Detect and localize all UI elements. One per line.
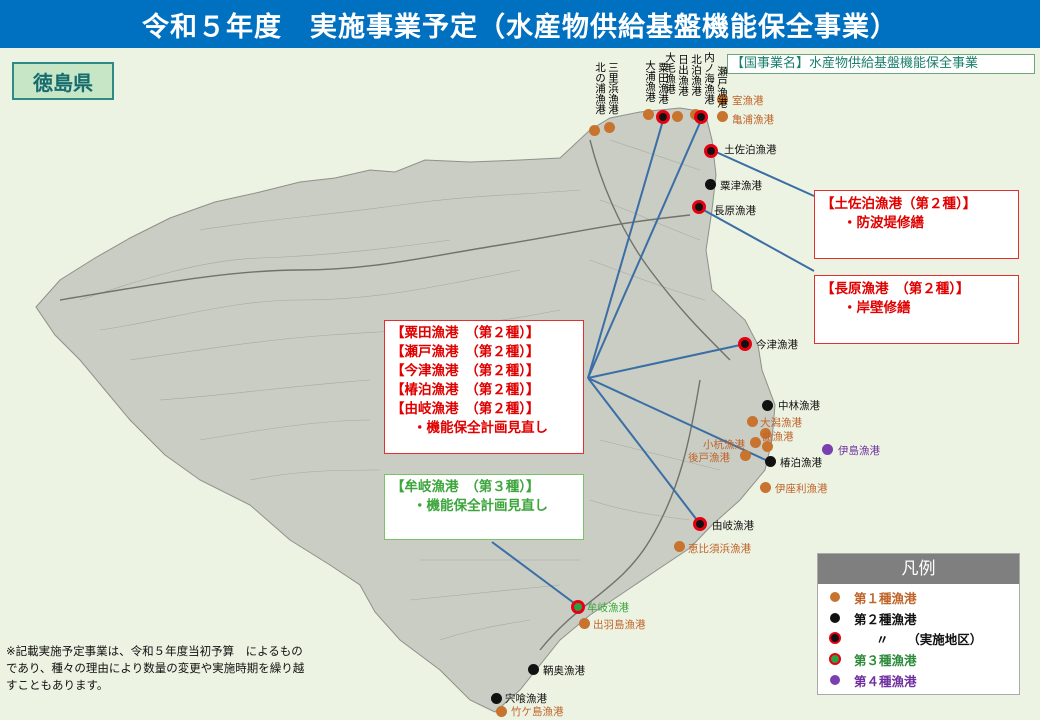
- legend-label: 第４種漁港: [854, 673, 917, 689]
- port-marker-type1: [579, 618, 590, 629]
- port-marker-type1: [717, 94, 728, 105]
- port-marker-type1: [496, 706, 507, 717]
- callout-tosadomari: 【土佐泊漁港（第２種）】 ・防波堤修繕: [814, 190, 1019, 259]
- project-name-label: 【国事業名】水産物供給基盤機能保全事業: [727, 54, 1035, 74]
- port-label: 北の浦漁港: [594, 62, 606, 115]
- legend-title: 凡例: [818, 554, 1019, 584]
- page-title: 令和５年度 実施事業予定（水産物供給基盤機能保全事業）: [142, 11, 898, 43]
- port-marker-type1: [674, 541, 685, 552]
- port-label: 粟津漁港: [720, 180, 762, 192]
- port-marker-type1: [760, 428, 771, 439]
- legend-item-type2: 第２種漁港: [818, 609, 917, 627]
- port-label: 由岐漁港: [712, 520, 754, 532]
- port-marker-type1: [760, 482, 771, 493]
- port-marker-type1: [604, 122, 615, 133]
- port-marker-implementation: [694, 110, 708, 124]
- legend-item-type3: 第３種漁港: [818, 650, 917, 668]
- leader-lines: [491, 116, 815, 607]
- port-label: 三里浜漁港: [607, 62, 619, 115]
- legend-swatch: [830, 613, 840, 623]
- port-label: 恵比須浜漁港: [688, 543, 751, 555]
- port-marker-type2: [528, 664, 539, 675]
- port-marker-type3: [571, 600, 585, 614]
- callout-title: 【長原漁港 （第２種）】: [821, 281, 970, 297]
- port-marker-type2: [765, 456, 776, 467]
- port-marker-implementation: [693, 517, 707, 531]
- port-marker-implementation: [692, 200, 706, 214]
- port-label: 鞆奥漁港: [543, 665, 585, 677]
- port-label: 牟岐漁港: [587, 602, 629, 614]
- callout-row: 【今津漁港 （第２種）】: [391, 363, 540, 379]
- port-label: 宍喰漁港: [505, 693, 547, 705]
- callout-row: 【瀬戸漁港 （第２種）】: [391, 344, 540, 360]
- port-label: 今津漁港: [756, 339, 798, 351]
- callout-title: 【土佐泊漁港（第２種）】: [821, 196, 977, 212]
- port-label: 大毛漁港: [664, 52, 676, 94]
- port-marker-type1: [750, 437, 761, 448]
- legend: 凡例 第１種漁港 第２種漁港 〃 （実施地区） 第３種漁港 第４種漁港: [817, 553, 1020, 695]
- port-label: 小杭漁港: [703, 439, 745, 451]
- port-marker-implementation: [738, 337, 752, 351]
- callout-type2-group: 【粟田漁港 （第２種）】 【瀬戸漁港 （第２種）】 【今津漁港 （第２種）】 【…: [384, 320, 584, 454]
- port-label: 出羽島漁港: [593, 619, 646, 631]
- port-label: 粟田漁港: [657, 62, 669, 104]
- port-marker-type1: [740, 450, 751, 461]
- legend-swatch: [829, 632, 841, 644]
- port-label: 伊島漁港: [838, 445, 880, 457]
- callout-row: 【由岐漁港 （第２種）】: [391, 401, 540, 417]
- port-label: 瀬戸漁港: [716, 66, 728, 108]
- callout-row: 【粟田漁港 （第２種）】: [391, 325, 540, 341]
- callout-item: ・岸壁修繕: [843, 300, 911, 316]
- port-marker-implementation: [656, 110, 670, 124]
- port-label: 亀浦漁港: [732, 114, 774, 126]
- port-label: 大潟漁港: [760, 417, 802, 429]
- port-label: 椿泊漁港: [780, 457, 822, 469]
- port-label: 伊座利漁港: [775, 483, 828, 495]
- port-label: 後戸漁港: [688, 452, 730, 464]
- port-marker-implementation: [704, 144, 718, 158]
- legend-item-type4: 第４種漁港: [818, 671, 917, 689]
- port-label: 日出漁港: [677, 54, 689, 96]
- callout-title: 【牟岐漁港 （第３種）】: [391, 479, 540, 495]
- port-marker-type4: [822, 444, 833, 455]
- port-label: 竹ケ島漁港: [511, 706, 564, 718]
- port-marker-type2: [491, 693, 502, 704]
- callout-nagahara: 【長原漁港 （第２種）】 ・岸壁修繕: [814, 275, 1019, 344]
- legend-label: 第２種漁港: [854, 611, 917, 627]
- legend-swatch: [829, 653, 841, 665]
- port-marker-type1: [672, 111, 683, 122]
- prefecture-badge: 徳島県: [12, 62, 114, 100]
- port-label: 大浦漁港: [644, 60, 656, 102]
- port-label: 中林漁港: [778, 400, 820, 412]
- title-bar: 令和５年度 実施事業予定（水産物供給基盤機能保全事業）: [0, 0, 1040, 48]
- legend-item-type1: 第１種漁港: [818, 588, 917, 606]
- callout-item: ・機能保全計画見直し: [413, 498, 548, 514]
- callout-type3-group: 【牟岐漁港 （第３種）】 ・機能保全計画見直し: [384, 474, 584, 540]
- terrain-texture: [79, 139, 721, 641]
- port-label: 北泊漁港: [690, 54, 702, 96]
- port-marker-type2: [762, 400, 773, 411]
- port-label: 曲漁港: [762, 431, 794, 443]
- port-marker-type1: [762, 441, 773, 452]
- port-label: 土佐泊漁港: [724, 144, 777, 156]
- port-label: 内ノ海漁港: [703, 52, 715, 105]
- callout-item: ・機能保全計画見直し: [413, 420, 548, 436]
- port-marker-type1: [643, 109, 654, 120]
- legend-swatch: [830, 592, 840, 602]
- footnote: ※記載実施予定事業は、令和５年度当初予算 によるものであり、種々の理由により数量…: [6, 644, 305, 692]
- port-label: 室漁港: [732, 95, 764, 107]
- legend-label: 第１種漁港: [854, 590, 917, 606]
- legend-swatch: [830, 675, 840, 685]
- legend-label: 〃 （実施地区）: [876, 631, 983, 647]
- port-marker-type1: [589, 125, 600, 136]
- callout-item: ・防波堤修繕: [843, 215, 924, 231]
- legend-item-implementation: 〃 （実施地区）: [818, 629, 982, 647]
- port-marker-type1: [747, 416, 758, 427]
- port-marker-type2: [705, 179, 716, 190]
- callout-row: 【椿泊漁港 （第２種）】: [391, 382, 540, 398]
- port-label: 長原漁港: [714, 205, 756, 217]
- legend-label: 第３種漁港: [854, 652, 917, 668]
- port-marker-type1: [717, 111, 728, 122]
